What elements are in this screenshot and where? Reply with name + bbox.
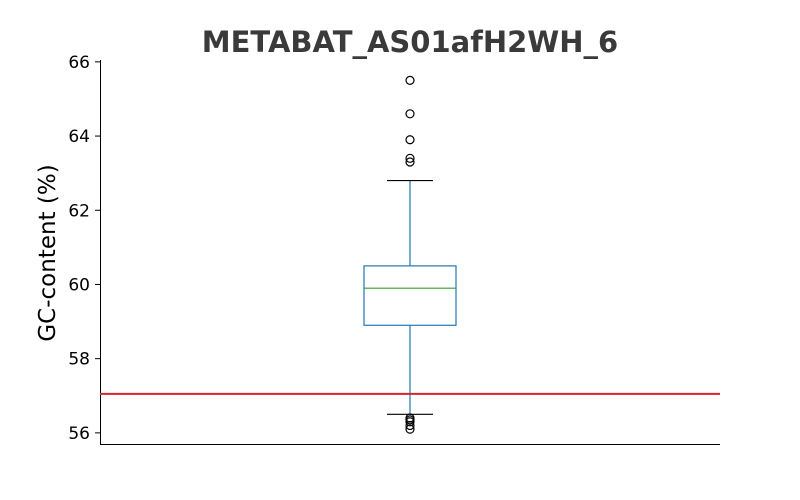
y-tick-label: 60	[68, 275, 90, 295]
outlier-point	[405, 109, 415, 119]
box-plot	[100, 75, 720, 434]
outlier-point	[405, 157, 415, 167]
outlier-point	[405, 135, 415, 145]
y-tick-label: 64	[68, 127, 90, 147]
y-axis-label: GC-content (%)	[35, 164, 61, 341]
y-ticks: 56 58 60 62 64 66	[68, 53, 100, 444]
outlier-point	[405, 75, 415, 86]
y-tick-label: 58	[68, 350, 90, 370]
chart-title: METABAT_AS01afH2WH_6	[202, 25, 618, 59]
iqr-box	[363, 265, 457, 326]
outlier-point	[405, 420, 415, 431]
y-tick-label: 56	[68, 424, 90, 444]
y-tick-label: 62	[68, 201, 90, 221]
y-tick-label: 66	[68, 53, 90, 73]
outlier-point	[405, 424, 415, 434]
outlier-point	[405, 153, 415, 163]
